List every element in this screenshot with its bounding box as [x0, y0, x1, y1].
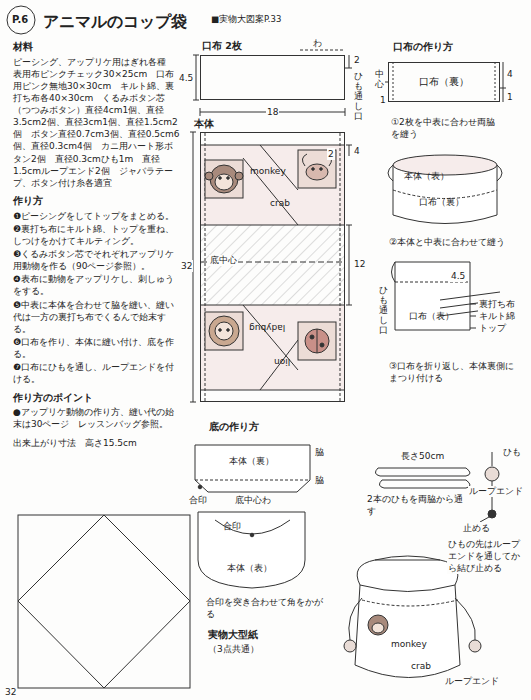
instruction-text: ❷裏打ち布にキルト綿、トップを重ね、しつけをかけてキルティング。	[12, 223, 182, 247]
label: 4.5	[450, 270, 466, 282]
instruction-text: ひもの先はループエンドを通してから結び止める	[447, 538, 529, 574]
instruction-text: ③口布を折り返し、本体裏側にまつり付ける	[388, 360, 520, 384]
label: トップ	[478, 322, 507, 334]
label: 脇	[314, 474, 325, 486]
label: 2	[327, 148, 335, 160]
label: 口布（表）	[408, 310, 455, 322]
label: 本体（表）	[226, 562, 273, 574]
instruction-text: 2本のひもを両脇から通す	[366, 493, 466, 517]
instruction-text: ①2枚を中表に合わせ両脇を縫う	[390, 116, 504, 140]
node-text: ladybug	[248, 322, 286, 334]
instruction-text: ❼口布にひもを通し、ループエンドを付ける。	[12, 361, 182, 385]
applique-text: crab	[269, 197, 291, 210]
applique-text: monkey	[249, 165, 287, 178]
label: 口布（裏）	[418, 196, 465, 208]
part-heading: 本体	[193, 118, 215, 131]
label: 18	[266, 106, 279, 118]
fabric-piece: 口布（裏）	[388, 62, 500, 102]
label: 長さ50cm	[400, 450, 445, 462]
label: ループエンド	[444, 675, 500, 687]
heading: 底の作り方	[208, 420, 260, 434]
label: 1	[506, 91, 514, 103]
label: ひも	[502, 446, 522, 458]
instruction-text: ピーシング、アップリケ用はぎれ各種 表用布ピンクチェック30×25cm 口布用ピ…	[12, 56, 182, 190]
node-text: crab	[269, 197, 291, 209]
node-text: monkey	[249, 165, 287, 177]
instruction-text: ●アップリケ動物の作り方、縫い代の始末は30ページ レッスンバッグ参照。	[12, 406, 182, 430]
label: 底中心わ	[234, 494, 272, 506]
applique-text: ladybug	[248, 322, 287, 335]
label: 2	[353, 54, 361, 66]
instruction-text: ②本体と中表に合わせて縫う	[388, 236, 520, 248]
page-title: アニマルのコップ袋	[42, 11, 188, 33]
label: 4	[353, 145, 361, 157]
node-text: lion	[273, 356, 291, 368]
label: 合印	[222, 520, 242, 532]
node-text: 口布（裏）	[418, 76, 470, 89]
vertical-label: ひも通し口	[378, 286, 389, 335]
instruction-text: ❺中表に本体を合わせて脇を縫い、縫い代は一方の裏打ち布でくるんで始末する。	[12, 299, 182, 335]
label: 脇	[314, 446, 325, 458]
heading: 作り方	[12, 194, 44, 208]
vertical-label: 中心	[374, 70, 385, 90]
label: 32	[180, 260, 193, 272]
instruction-text: 出来上がり寸法 高さ15.5cm	[12, 437, 182, 449]
heading: 実物大型紙	[207, 628, 259, 642]
label: 本体（裏）	[228, 455, 275, 467]
label: 4	[506, 68, 514, 80]
vertical-label: ひも通し口	[353, 72, 364, 121]
heading: 材料	[12, 40, 34, 54]
node-text: 底中心	[209, 255, 238, 266]
part-heading: 口布 2枚	[201, 40, 243, 53]
label: crab	[410, 660, 432, 672]
label: （3点共通）	[207, 643, 260, 655]
instruction-text: ❹表布に動物をアップリケし、刺しゅうをする。	[12, 273, 182, 297]
label: 1	[379, 94, 387, 106]
instruction-text: ❶ピーシングをしてトップをまとめる。	[12, 210, 182, 222]
label: 本体（表）	[403, 170, 450, 182]
label: わ	[312, 37, 323, 49]
label: 裏打ち布	[478, 298, 516, 310]
label: ■実物大図案P.33	[210, 14, 282, 25]
heading: 口布の作り方	[392, 40, 454, 54]
label: キルト綿	[478, 310, 516, 322]
instruction-text: 合印を突き合わせて角をかがる	[205, 596, 332, 620]
label: 4.5	[178, 72, 194, 84]
label: monkey	[390, 638, 428, 650]
pattern-piece: 本体底中心monkeycrabladybuglion	[200, 132, 345, 402]
heading: 作り方のポイント	[12, 391, 94, 405]
label: 止める	[462, 522, 491, 534]
label: 12	[353, 258, 366, 270]
label: 32	[4, 686, 17, 698]
applique-text: lion	[273, 356, 292, 369]
heading: P.6	[11, 13, 29, 27]
instruction-text: ❸くるみボタン芯でそれぞれアップリケ用動物を作る（90ページ参照）。	[12, 248, 182, 272]
label: 合印	[188, 494, 208, 506]
pattern-piece: 口布 2枚	[200, 55, 345, 100]
instruction-text: ❻口布を作り、本体に縫い付け、底を作る。	[12, 336, 182, 360]
label: ループエンド	[468, 486, 524, 497]
